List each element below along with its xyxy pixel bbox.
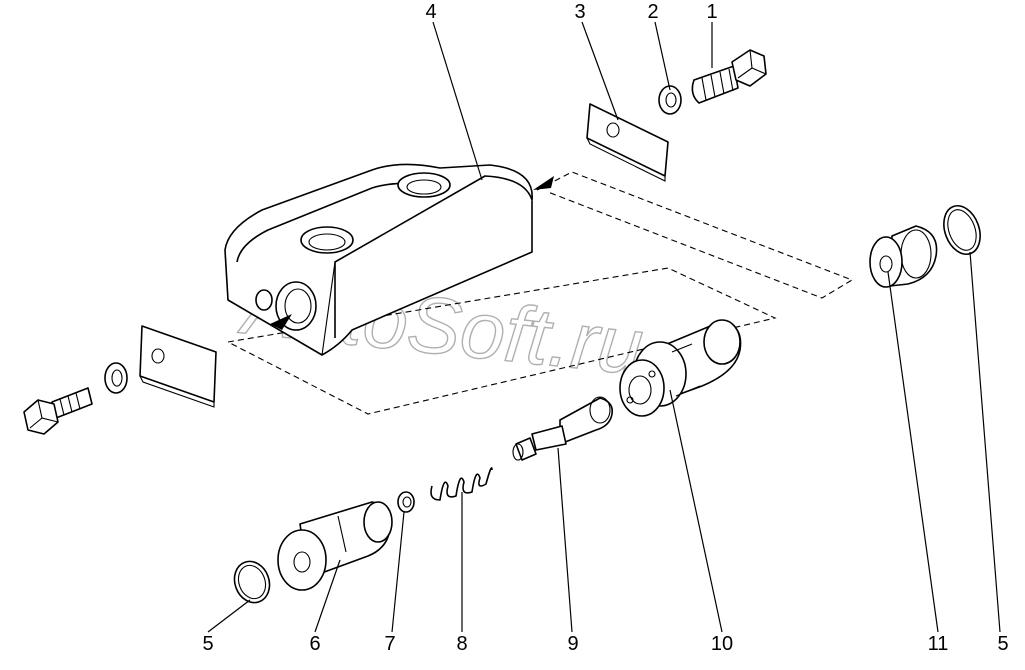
callout-1: 1 xyxy=(706,1,717,23)
spring-icon xyxy=(430,467,493,501)
hex-bolt-icon xyxy=(691,49,767,104)
plate-icon xyxy=(586,103,669,182)
assembly-guide-lines xyxy=(226,171,854,415)
callout-6: 6 xyxy=(309,633,320,655)
callout-leaders xyxy=(207,21,1001,633)
callout-4: 4 xyxy=(425,1,436,23)
o-ring-icon xyxy=(233,560,271,604)
callout-numbers: 1 2 3 4 5 6 7 8 9 10 11 5 xyxy=(202,1,1008,655)
bushing-icon xyxy=(619,319,742,417)
callout-3: 3 xyxy=(574,1,585,23)
callout-5-left: 5 xyxy=(202,633,213,655)
plunger-sleeve-icon xyxy=(277,501,393,591)
small-washer-icon xyxy=(397,491,415,513)
hex-bolt-icon xyxy=(23,387,93,435)
callout-11: 11 xyxy=(928,633,949,655)
plug-icon xyxy=(869,225,938,288)
callout-9: 9 xyxy=(567,633,578,655)
lock-washer-icon xyxy=(658,85,682,115)
lock-washer-icon xyxy=(104,362,128,394)
o-ring-icon xyxy=(943,204,981,256)
callout-7: 7 xyxy=(384,633,395,655)
callout-5-right: 5 xyxy=(997,633,1008,655)
callout-2: 2 xyxy=(647,1,658,23)
callout-8: 8 xyxy=(456,633,467,655)
valve-stem-icon xyxy=(512,396,614,461)
plate-icon xyxy=(139,325,217,408)
callout-10: 10 xyxy=(711,633,733,655)
valve-body-icon xyxy=(224,163,554,356)
